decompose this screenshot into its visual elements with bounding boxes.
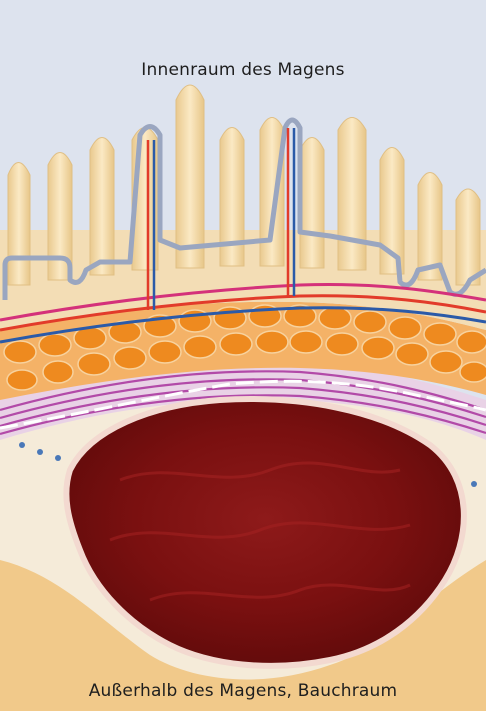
stomach-lumen-label: Innenraum des Magens [0,60,486,80]
abdominal-cavity-label: Außerhalb des Magens, Bauchraum [0,681,486,701]
